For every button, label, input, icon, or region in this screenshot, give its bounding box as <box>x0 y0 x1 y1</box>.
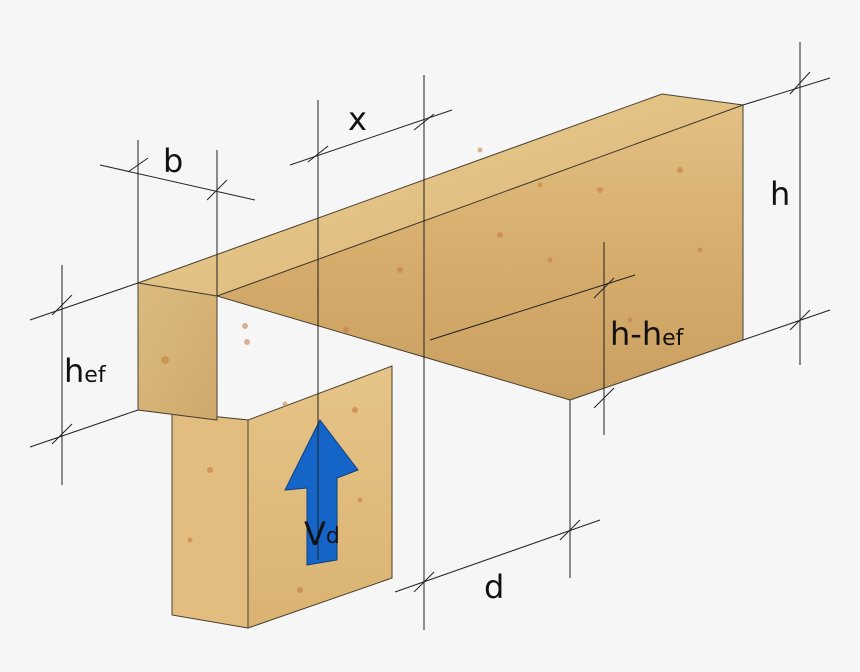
shear-force-arrow <box>284 419 359 566</box>
label-h: h <box>770 175 790 213</box>
wood-knots <box>161 147 703 407</box>
label-vd: Vd <box>304 515 340 553</box>
support-block <box>171 365 393 629</box>
label-hef: hef <box>64 352 107 390</box>
beam-end-face <box>137 282 218 421</box>
wood-knots <box>187 407 363 593</box>
support-front-face <box>171 411 249 629</box>
dimension-lines <box>29 42 831 630</box>
label-b: b <box>163 142 183 180</box>
label-h-minus-hef: h-hef <box>610 315 685 353</box>
label-d: d <box>484 568 504 606</box>
beam <box>136 93 744 421</box>
label-x: x <box>348 100 367 138</box>
